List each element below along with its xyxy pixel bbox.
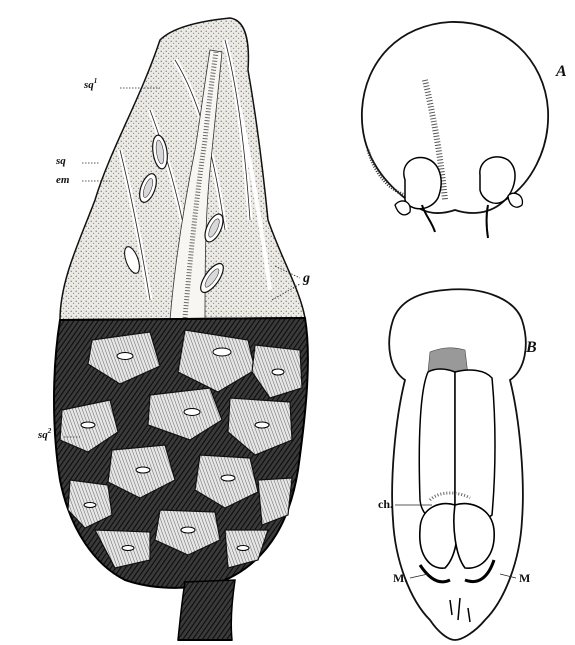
label-m-left: M.: [393, 572, 407, 584]
label-sq: sq: [56, 156, 66, 167]
label-sq2: sq2: [38, 428, 51, 441]
figure-a-scale: [362, 22, 548, 238]
figure-b-scale: [389, 289, 526, 640]
label-ch: ch.: [378, 498, 393, 510]
label-sq1: sq1: [84, 78, 97, 91]
label-em: em: [56, 175, 69, 186]
label-figure-a: A: [556, 64, 567, 80]
cone-section: [60, 18, 305, 320]
label-g: g: [303, 272, 310, 286]
label-figure-b: B: [526, 340, 537, 356]
cone-exterior: [54, 318, 308, 640]
label-m-right: M: [519, 572, 530, 584]
